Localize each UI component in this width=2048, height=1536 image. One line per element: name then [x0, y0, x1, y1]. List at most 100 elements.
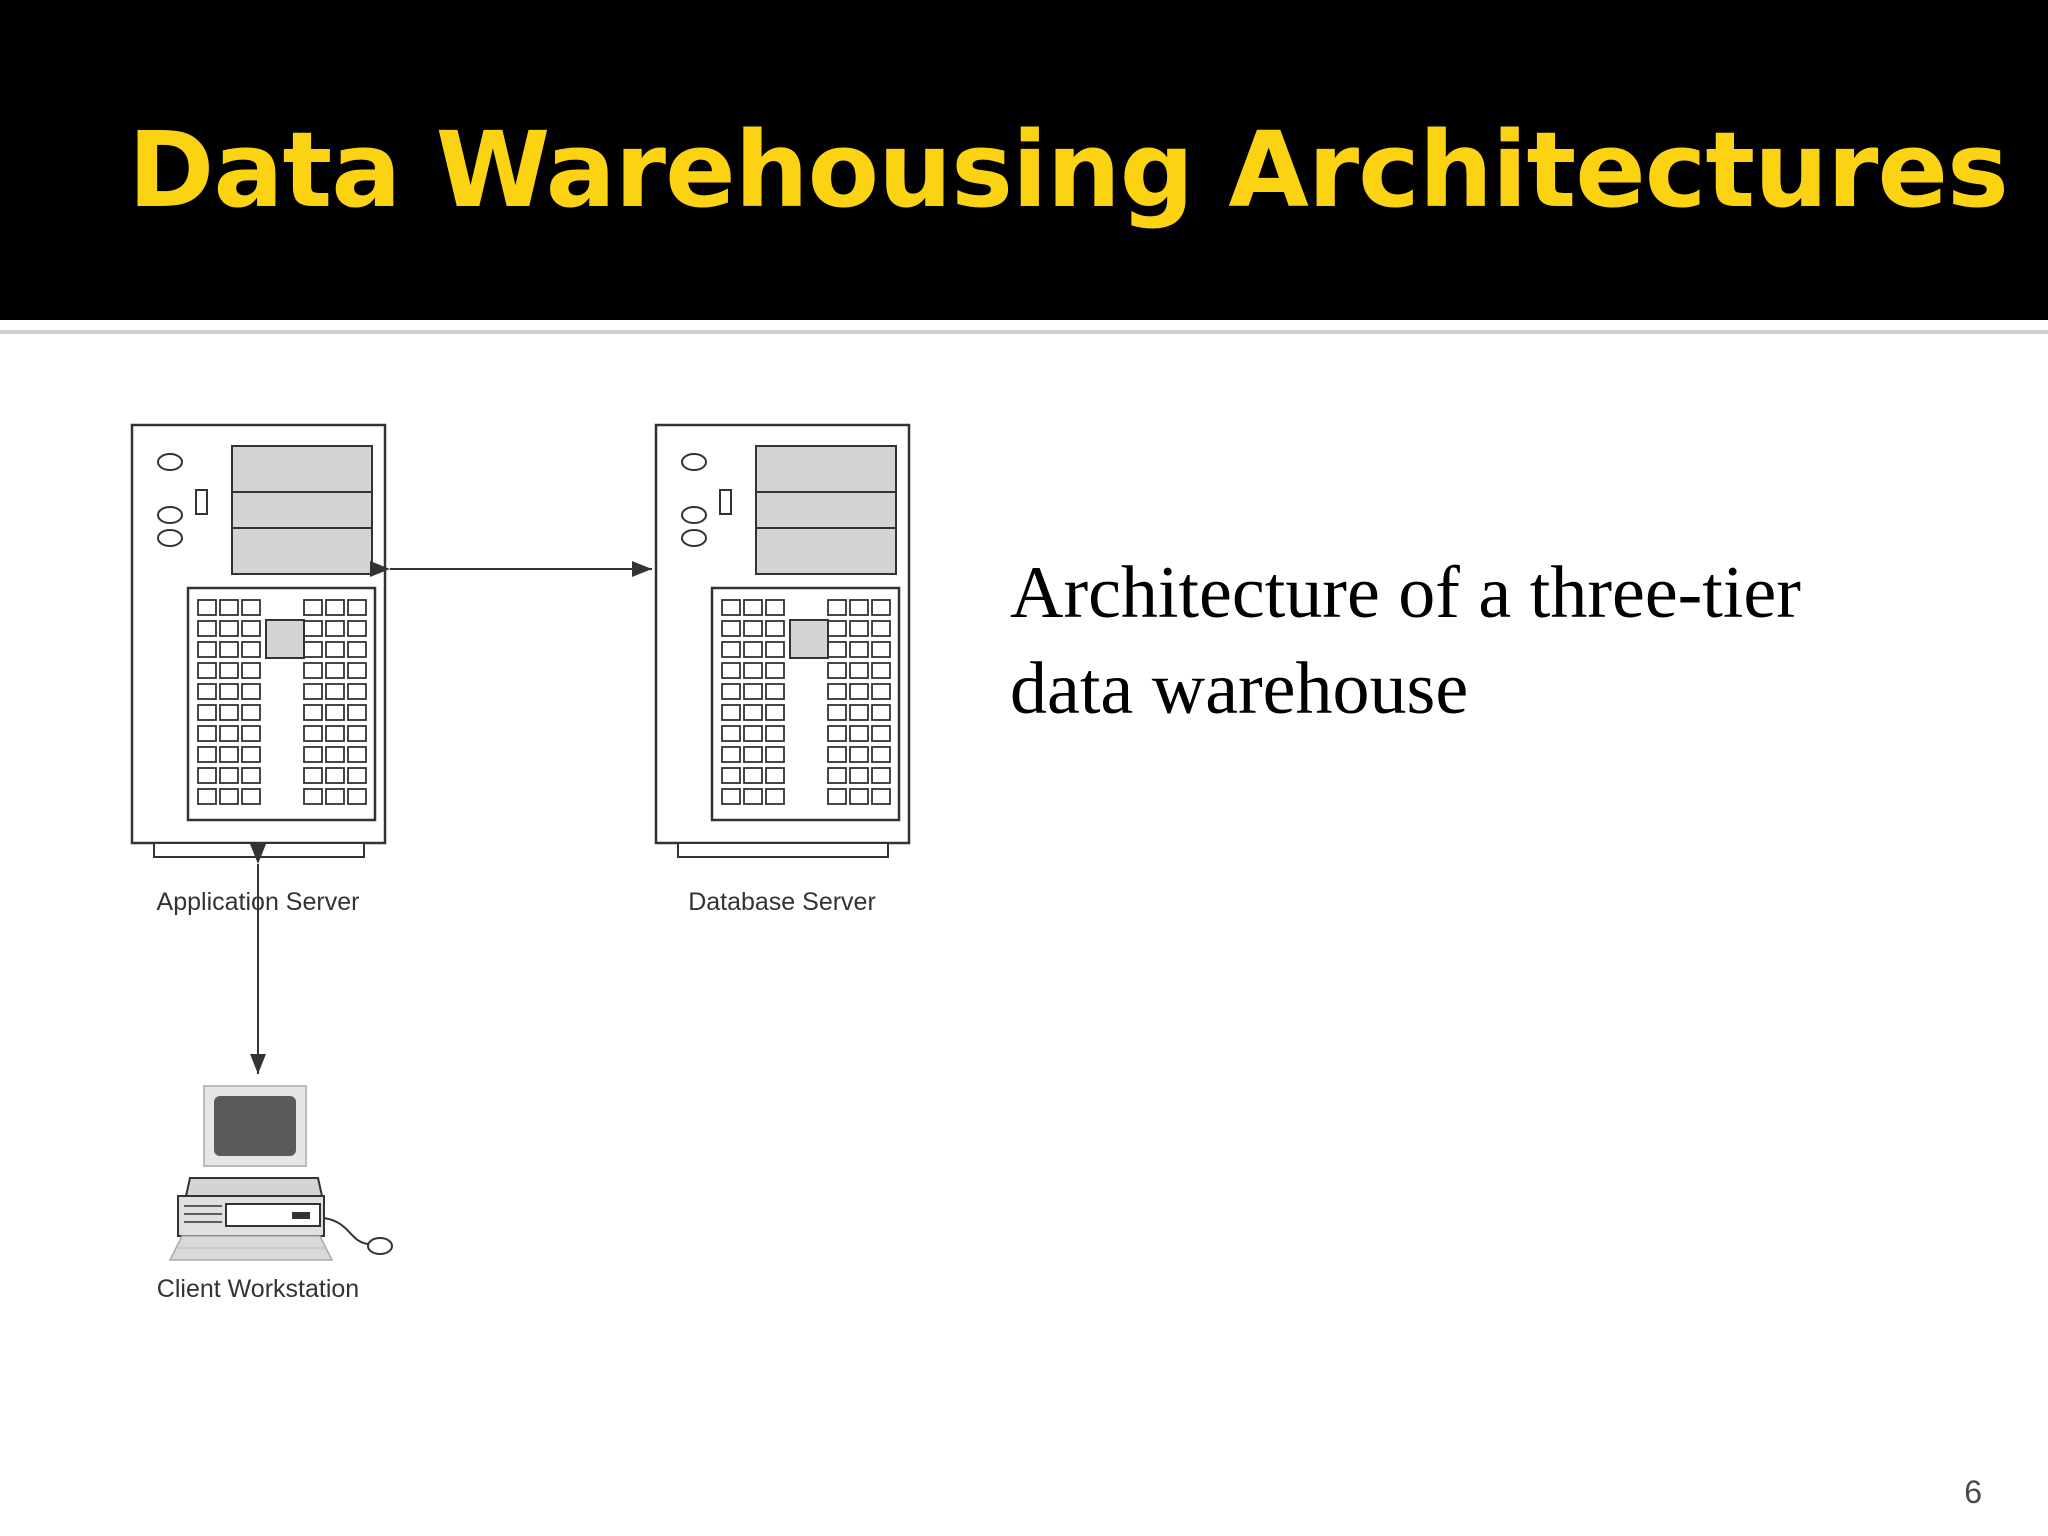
drive-bay-slot [347, 662, 367, 679]
drive-bay-slot [871, 662, 891, 679]
drive-bay-slot [849, 725, 869, 742]
drive-bay-slot [303, 662, 323, 679]
drive-bay-slot [765, 746, 785, 763]
drive-bay-slot [325, 704, 345, 721]
drive-bay-slot [871, 746, 891, 763]
client-workstation-label: Client Workstation [157, 1275, 359, 1303]
drive-bay-slot [765, 725, 785, 742]
page-number: 6 [1964, 1474, 1982, 1510]
drive-bay-slot [827, 599, 847, 616]
drive-bay-slot [827, 620, 847, 637]
drive-bay-slot [219, 662, 239, 679]
drive-bay-slot [347, 704, 367, 721]
drive-bay-slot [325, 683, 345, 700]
drive-bay-slot [303, 599, 323, 616]
drive-bay-slot [721, 788, 741, 805]
drive-bay-slot [721, 767, 741, 784]
drive-bay-slot [721, 746, 741, 763]
drive-bay-slot [219, 788, 239, 805]
server-drive-bays [303, 599, 367, 805]
drive-bay-slot [849, 683, 869, 700]
drive-bay-slot [197, 599, 217, 616]
drive-bay-slot [219, 620, 239, 637]
drive-bay-slot [721, 725, 741, 742]
drive-bay-slot [197, 725, 217, 742]
drive-bay-slot [827, 788, 847, 805]
drive-bay-slot [325, 788, 345, 805]
drive-bay-slot [721, 620, 741, 637]
drive-bay-slot [765, 599, 785, 616]
drive-bay-slot [849, 767, 869, 784]
drive-bay-slot [325, 662, 345, 679]
client-workstation-icon [168, 1085, 393, 1261]
drive-bay-slot [303, 704, 323, 721]
drive-bay-slot [197, 767, 217, 784]
drive-bay-slot [241, 725, 261, 742]
drive-bay-slot [303, 620, 323, 637]
drive-bay-slot [219, 641, 239, 658]
slide-caption: Architecture of a three-tier data wareho… [1010, 545, 1910, 737]
drive-bay-slot [347, 725, 367, 742]
drive-bay-slot [197, 620, 217, 637]
server-drive-bays [721, 599, 785, 805]
database-server-icon [654, 423, 911, 858]
drive-bay-slot [219, 683, 239, 700]
title-divider [0, 330, 2048, 334]
three-tier-diagram: Application Server Database Server Clien… [130, 423, 911, 1303]
drive-bay-slot [871, 641, 891, 658]
drive-bay-slot [347, 788, 367, 805]
drive-bay-slot [743, 620, 763, 637]
drive-bay-slot [765, 788, 785, 805]
caption-line-2: data warehouse [1010, 648, 1469, 730]
database-server-label: Database Server [688, 888, 876, 916]
drive-bay-slot [765, 767, 785, 784]
drive-bay-slot [871, 725, 891, 742]
drive-bay-slot [743, 662, 763, 679]
drive-bay-slot [241, 599, 261, 616]
drive-bay-slot [325, 641, 345, 658]
drive-bay-slot [241, 641, 261, 658]
drive-bay-slot [743, 641, 763, 658]
drive-bay-slot [743, 704, 763, 721]
drive-bay-slot [871, 767, 891, 784]
drive-bay-slot [827, 725, 847, 742]
drive-bay-slot [347, 746, 367, 763]
drive-bay-slot [347, 767, 367, 784]
drive-bay-slot [219, 746, 239, 763]
drive-bay-slot [765, 683, 785, 700]
drive-bay-slot [197, 683, 217, 700]
drive-bay-slot [303, 641, 323, 658]
drive-bay-slot [871, 599, 891, 616]
caption-line-1: Architecture of a three-tier [1010, 552, 1801, 634]
application-server-icon [130, 423, 387, 858]
drive-bay-slot [325, 746, 345, 763]
drive-bay-slot [743, 599, 763, 616]
drive-bay-slot [871, 788, 891, 805]
drive-bay-slot [303, 725, 323, 742]
drive-bay-slot [871, 620, 891, 637]
drive-bay-slot [347, 599, 367, 616]
drive-bay-slot [197, 788, 217, 805]
drive-bay-slot [827, 662, 847, 679]
drive-bay-slot [765, 620, 785, 637]
drive-bay-slot [871, 683, 891, 700]
drive-bay-slot [871, 704, 891, 721]
drive-bay-slot [219, 599, 239, 616]
drive-bay-slot [743, 683, 763, 700]
drive-bay-slot [827, 641, 847, 658]
drive-bay-slot [347, 620, 367, 637]
drive-bay-slot [219, 767, 239, 784]
drive-bay-slot [241, 788, 261, 805]
drive-bay-slot [303, 767, 323, 784]
drive-bay-slot [347, 683, 367, 700]
drive-bay-slot [827, 767, 847, 784]
drive-bay-slot [765, 662, 785, 679]
drive-bay-slot [765, 704, 785, 721]
drive-bay-slot [197, 662, 217, 679]
drive-bay-slot [849, 662, 869, 679]
drive-bay-slot [827, 683, 847, 700]
drive-bay-slot [241, 620, 261, 637]
drive-bay-slot [303, 788, 323, 805]
drive-bay-slot [325, 620, 345, 637]
drive-bay-slot [765, 641, 785, 658]
